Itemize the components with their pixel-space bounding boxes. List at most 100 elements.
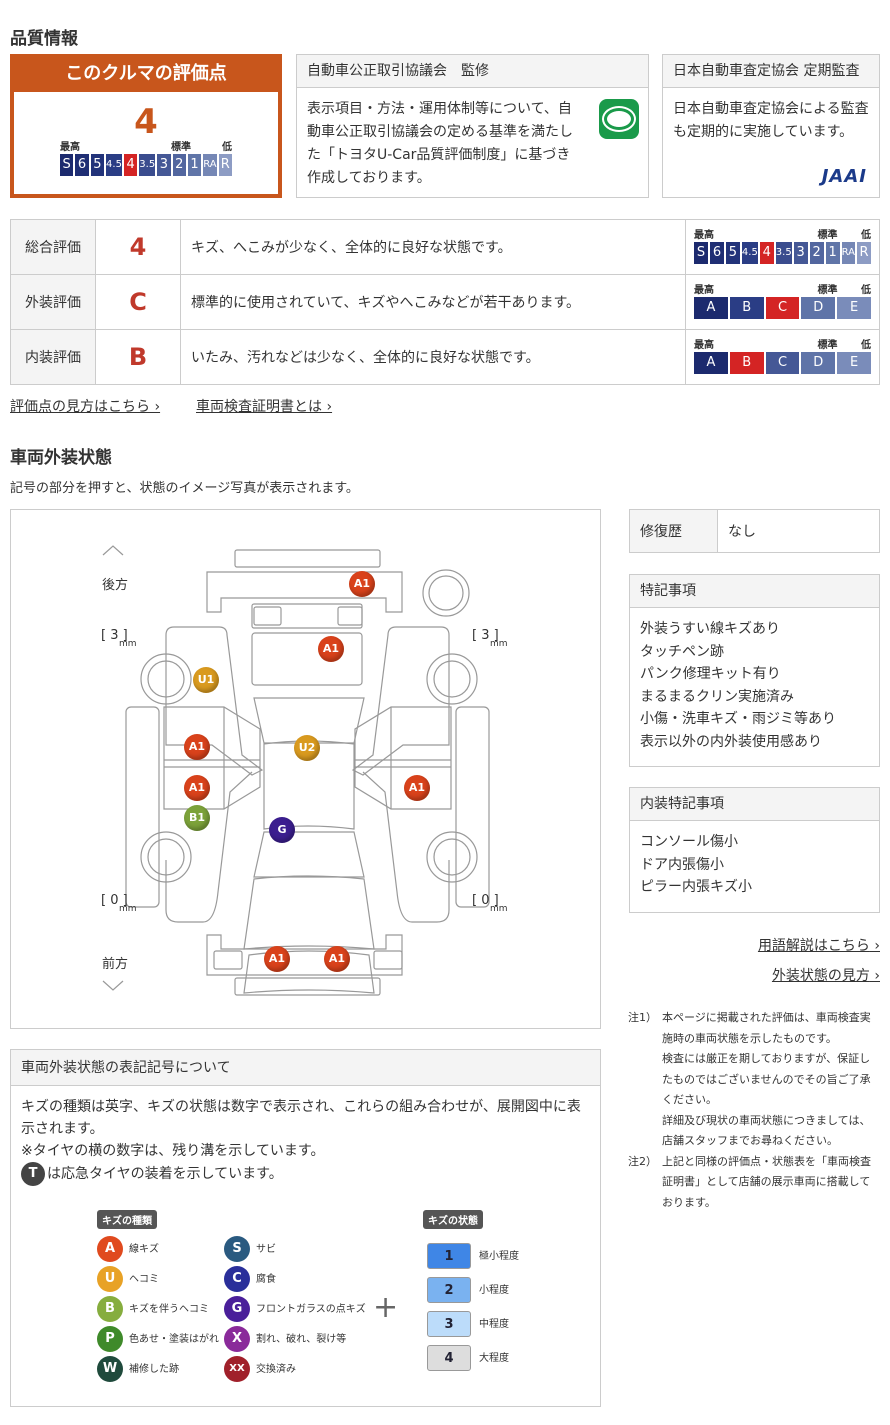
scale-high: 最高: [694, 340, 714, 351]
damage-type-label: 腐食: [256, 1274, 276, 1285]
damage-type-icon: G: [224, 1296, 250, 1322]
overall-score: 4: [134, 102, 158, 142]
scale-cell: A: [694, 297, 728, 319]
damage-marker[interactable]: A1: [184, 734, 210, 760]
damage-type-icon: A: [97, 1236, 123, 1262]
scale-cell: R: [218, 154, 232, 176]
damage-type-label: 線キズ: [129, 1244, 159, 1255]
damage-marker[interactable]: B1: [184, 805, 210, 831]
legend-line: ※タイヤの横の数字は、残り溝を示しています。: [21, 1143, 325, 1159]
damage-type-label: キズを伴うヘコミ: [129, 1304, 209, 1315]
section-title-quality: 品質情報: [10, 29, 78, 49]
eval-desc: いたみ、汚れなどは少なく、全体的に良好な状態です。: [180, 329, 686, 385]
scale-std: 標準: [817, 340, 838, 351]
scale-cell: S: [60, 154, 74, 176]
eval-label: 内装評価: [10, 329, 96, 385]
scale-high: 最高: [60, 142, 80, 153]
legend-type: A 線キズ: [97, 1236, 224, 1262]
jaai-panel: 日本自動車査定協会 定期監査 日本自動車査定協会による監査も定期的に実施していま…: [662, 54, 880, 198]
scale-high: 最高: [694, 285, 714, 296]
scale-cell: 1: [825, 242, 840, 264]
score-header: このクルマの評価点: [14, 58, 278, 92]
list-item: 小傷・洗車キズ・雨ジミ等あり: [640, 711, 836, 727]
front-label: 前方: [102, 957, 129, 972]
special-notes-list: 外装うすい線キズありタッチペン跡パンク修理キット有りまるまるクリン実施済み小傷・…: [630, 608, 879, 763]
scale-cell: D: [801, 297, 836, 319]
scale-low: 低: [861, 230, 871, 241]
footnote-mark: 注2）: [628, 1154, 657, 1168]
scale-cell: RA: [203, 154, 217, 176]
scale-cell: C: [765, 297, 800, 319]
scale-cell: RA: [841, 242, 855, 264]
damage-marker[interactable]: G: [269, 817, 295, 843]
damage-marker[interactable]: A1: [324, 946, 350, 972]
damage-level-label: 中程度: [479, 1319, 509, 1330]
eval-grade: 4: [95, 219, 181, 275]
scale-cell: B: [729, 352, 764, 374]
damage-type-label: 割れ、破れ、裂け等: [256, 1334, 347, 1345]
exterior-diagram: 後方 前方 [ 3 ]mm [ 3 ]mm [ 0 ]mm [ 0 ]mm A1…: [10, 509, 601, 1029]
certificate-link[interactable]: 車両検査証明書とは ›: [196, 399, 333, 415]
footnotes: 注1） 本ページに掲載された評価は、車両検査実施時の車両状態を示したものです。検査…: [628, 1008, 880, 1213]
scale-cell: 3: [793, 242, 808, 264]
scale-cell: 3.5: [139, 154, 156, 176]
footnote-line: 検査には厳正を期しておりますが、保証したものではございませんのでその旨ご了承くだ…: [662, 1052, 871, 1106]
scale-cell: 4: [123, 154, 138, 176]
eval-desc: 標準的に使用されていて、キズやへこみなどが若干あります。: [180, 274, 686, 330]
how-to-read-link[interactable]: 評価点の見方はこちら ›: [10, 399, 161, 415]
damage-marker[interactable]: U2: [294, 735, 320, 761]
damage-type-icon: B: [97, 1296, 123, 1322]
exterior-guide-link[interactable]: 外装状態の見方 ›: [771, 968, 880, 984]
damage-marker[interactable]: A1: [404, 775, 430, 801]
footnote-line: 本ページに掲載された評価は、車両検査実施時の車両状態を示したものです。: [662, 1011, 871, 1045]
legend-line: キズの種類は英字、キズの状態は数字で表示され、これらの組み合わせが、展開図中に表…: [21, 1099, 581, 1137]
scale-cell: 6: [75, 154, 89, 176]
list-item: ピラー内張キズ小: [640, 879, 752, 895]
damage-marker[interactable]: A1: [318, 636, 344, 662]
scale-std: 標準: [817, 230, 838, 241]
types-tag: キズの種類: [97, 1210, 157, 1229]
damage-marker[interactable]: A1: [264, 946, 290, 972]
legend-line: は応急タイヤの装着を示しています。: [47, 1166, 283, 1182]
damage-type-icon: X: [224, 1326, 250, 1352]
legend-type: X 割れ、破れ、裂け等: [224, 1326, 374, 1352]
footnote-mark: 注1）: [628, 1011, 657, 1024]
scale-low: 低: [861, 285, 871, 296]
scale-cell: 1: [187, 154, 202, 176]
car-outline: [102, 545, 490, 996]
section-title-exterior: 車両外装状態: [10, 448, 112, 468]
damage-marker[interactable]: A1: [184, 775, 210, 801]
damage-marker[interactable]: A1: [349, 571, 375, 597]
scale-cell: 3.5: [775, 242, 792, 264]
glossary-link[interactable]: 用語解説はこちら ›: [757, 938, 880, 954]
damage-type-label: フロントガラスの点キズ: [256, 1304, 366, 1315]
scale-cell: 5: [90, 154, 105, 176]
repair-label: 修復歴: [629, 509, 718, 553]
jaai-title: 日本自動車査定協会 定期監査: [663, 55, 879, 88]
jaaa-panel: 自動車公正取引協議会 監修 表示項目・方法・運用体制等について、自動車公正取引協…: [296, 54, 649, 198]
states-tag: キズの状態: [423, 1210, 483, 1229]
damage-marker[interactable]: U1: [193, 667, 219, 693]
damage-level-box: 2: [427, 1277, 471, 1303]
list-item: パンク修理キット有り: [640, 666, 781, 682]
scale-std: 標準: [817, 285, 838, 296]
tread-front-right: [ 0 ]mm: [472, 893, 508, 914]
list-item: まるまるクリン実施済み: [640, 688, 794, 705]
spare-tire-icon: T: [21, 1162, 45, 1186]
scale-cell: 5: [725, 242, 740, 264]
scale-cell: A: [694, 352, 728, 374]
legend-type: G フロントガラスの点キズ: [224, 1296, 374, 1322]
